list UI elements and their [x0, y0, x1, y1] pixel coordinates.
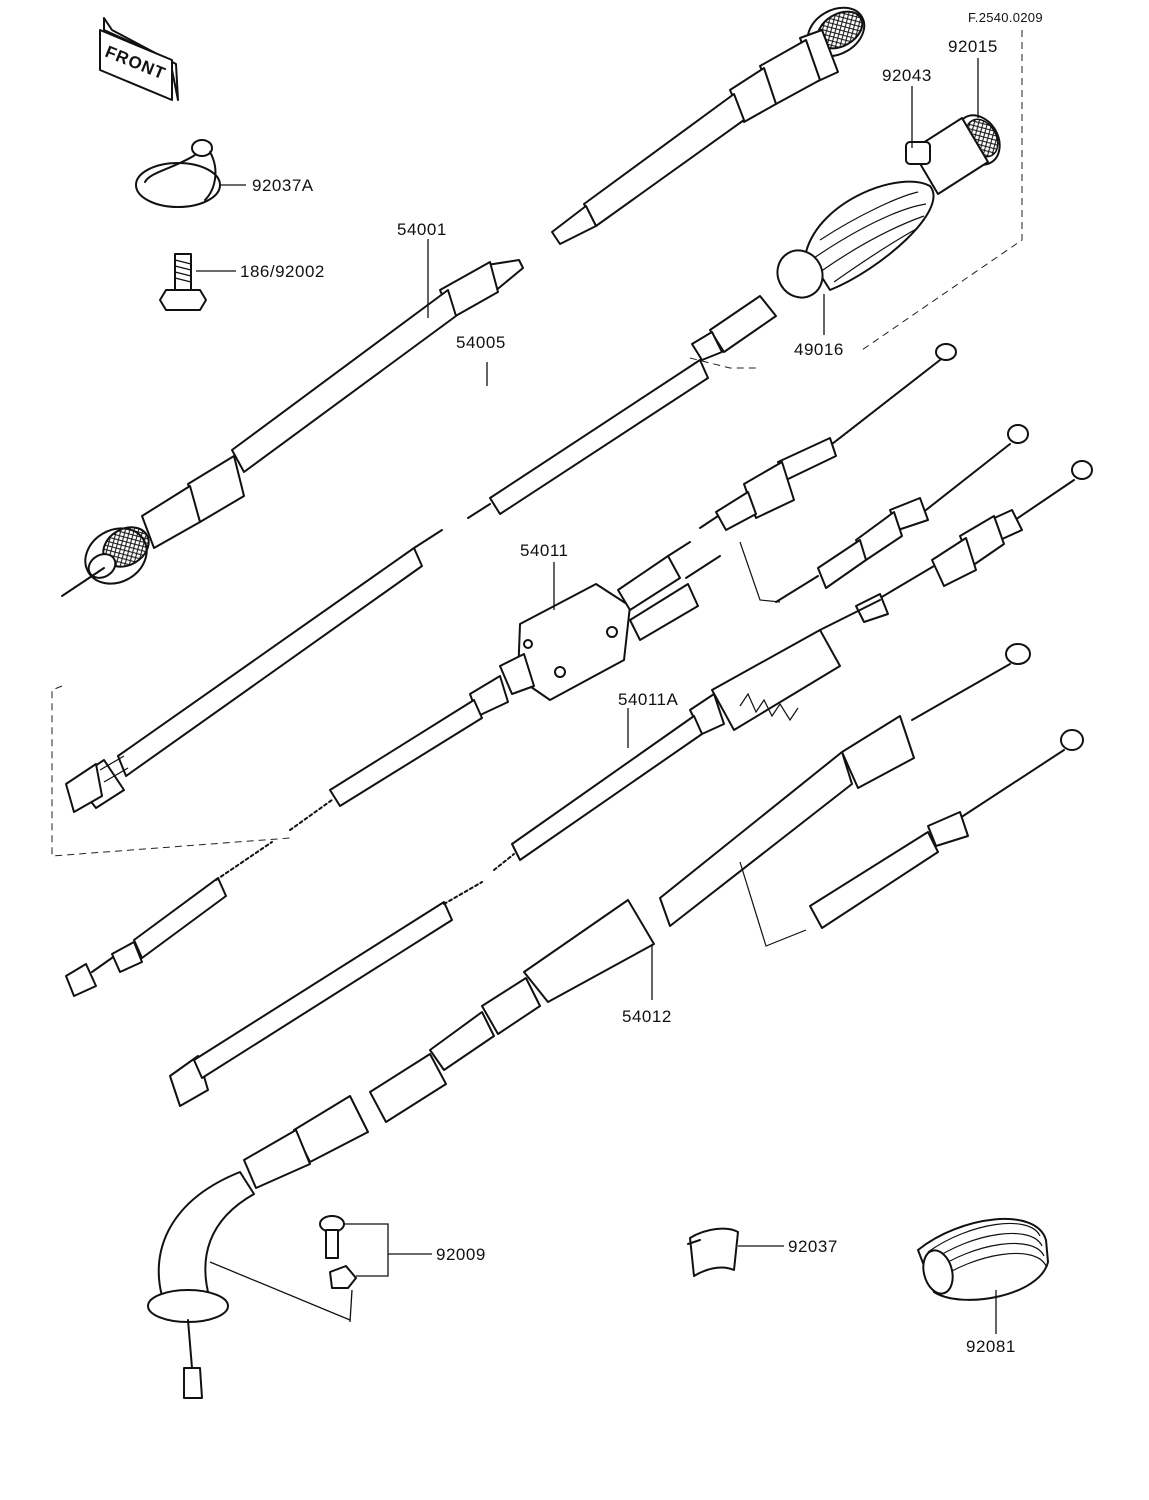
cable-group-boundary-right: [739, 861, 807, 947]
label-92043: 92043: [882, 66, 932, 85]
label-92081: 92081: [966, 1337, 1016, 1356]
label-92009: 92009: [436, 1245, 486, 1264]
figure-reference: F.2540.0209: [968, 10, 1043, 25]
cable-54001-drawing: [61, 239, 524, 597]
label-54012: 54012: [622, 1007, 672, 1026]
label-54011a: 54011A: [618, 690, 679, 709]
spring-92081-drawing: [917, 1218, 1049, 1334]
clamp-92037-drawing: [687, 1227, 784, 1277]
cable-upper-right-drawing: [699, 343, 957, 531]
screw-nut-92009-drawing: [319, 1215, 432, 1323]
gear-boot-assembly-drawing: [691, 58, 1001, 361]
cable-lower-center-drawing: [169, 881, 483, 1107]
label-186-92002: 186/92002: [240, 262, 325, 281]
cable-54011-drawing: [289, 541, 721, 831]
label-54001: 54001: [397, 220, 447, 239]
cable-54012-drawing: [147, 643, 1031, 1399]
cable-54011a-drawing: [493, 599, 881, 871]
cable-54005-drawing: [486, 6, 866, 386]
cable-left-elbow-drawing: [65, 529, 443, 813]
label-49016: 49016: [794, 340, 844, 359]
label-92037a: 92037A: [252, 176, 314, 195]
front-direction-tag: FRONT: [99, 17, 179, 101]
cable-lower-left-drawing: [65, 841, 273, 997]
label-92015: 92015: [948, 37, 998, 56]
cable-54005-lower-drawing: [467, 359, 709, 519]
cable-mid-right-drawing: [739, 424, 1029, 603]
bolt-186-92002-drawing: [159, 253, 236, 311]
cable-throttle-right-drawing: [855, 460, 1093, 623]
label-54011: 54011: [520, 541, 569, 560]
clip-92037a-drawing: [135, 139, 246, 208]
cable-right-lower-branch-drawing: [809, 729, 1084, 929]
gear-assembly-boundary: [689, 30, 1023, 369]
label-54005: 54005: [456, 333, 506, 352]
cable-group-boundary-left: [51, 685, 291, 857]
label-92037: 92037: [788, 1237, 838, 1256]
